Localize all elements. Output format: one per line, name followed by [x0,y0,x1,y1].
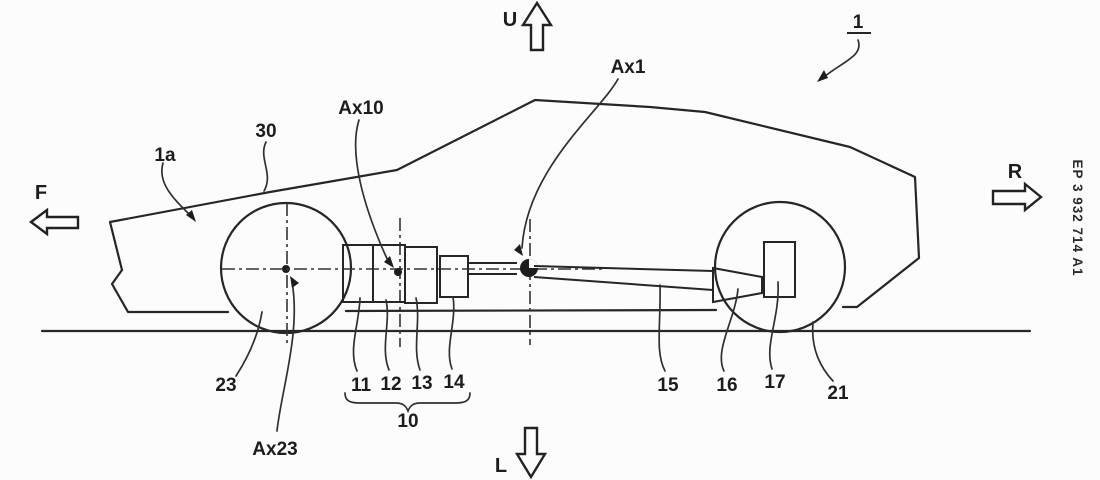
leader-30 [262,141,269,192]
direction-up-label: U [503,9,517,31]
car-underside [344,308,718,313]
ax10-center-dot [394,268,402,276]
label-ax10: Ax10 [338,98,383,119]
leader-12 [384,299,390,371]
rear-wheel-circle [713,200,847,334]
label-rear-wheel-21: 21 [827,383,849,404]
leader-15 [658,284,666,372]
car-body-outline [108,98,921,309]
leader-11 [352,297,361,372]
label-13: 13 [411,373,432,394]
label-16: 16 [716,375,737,396]
leader-ax10-arrowhead [384,256,394,268]
leader-1-arrowhead [817,70,828,82]
leader-1a [161,162,193,218]
leader-14 [448,296,455,370]
label-shaft-15: 15 [657,375,679,396]
drive-unit-box-14 [439,255,469,298]
leader-ax10 [354,119,390,264]
label-14: 14 [443,372,465,393]
leader-23 [235,311,263,377]
label-ax1: Ax1 [611,57,646,78]
label-vehicle-1: 1 [853,12,864,33]
rear-gear-trapezoid [712,266,763,304]
direction-down-label: L [495,455,507,477]
drive-unit-box-13 [404,246,438,304]
leader-21 [811,321,834,382]
direction-front-label: F [35,182,47,204]
leader-16 [720,288,739,372]
label-front-wheel-23: 23 [215,375,236,396]
leader-1 [823,39,860,78]
rear-inner-rect [763,241,796,298]
leader-17 [768,281,779,370]
up-arrow-icon [520,0,554,52]
direction-rear-label: R [1008,161,1023,183]
patent-number: EP 3 932 714 A1 [1070,159,1085,276]
label-drive-unit-10: 10 [397,411,418,432]
leader-ax23-arrowhead [290,276,299,288]
front-wheel-circle [219,201,353,335]
leader-ax23 [276,281,296,432]
input-shaft-lines [468,262,517,275]
car-nose-bottom [110,268,230,314]
leader-ax1-arrowhead [514,244,523,256]
label-17: 17 [764,372,785,393]
label-body-1a: 1a [154,145,176,166]
leader-1a-arrowhead [186,210,196,222]
leader-ax1 [521,78,619,249]
label-11: 11 [351,375,372,396]
label-ax23: Ax23 [252,439,297,460]
drive-shaft-lines [533,265,714,291]
right-arrow-icon [991,181,1043,213]
leader-13 [415,297,421,371]
down-arrow-icon [514,426,548,480]
left-arrow-icon [29,207,80,237]
front-wheel-center-dot [282,265,290,273]
brace-10 [344,392,471,414]
label-hood-30: 30 [255,121,276,142]
label-12: 12 [380,374,401,395]
